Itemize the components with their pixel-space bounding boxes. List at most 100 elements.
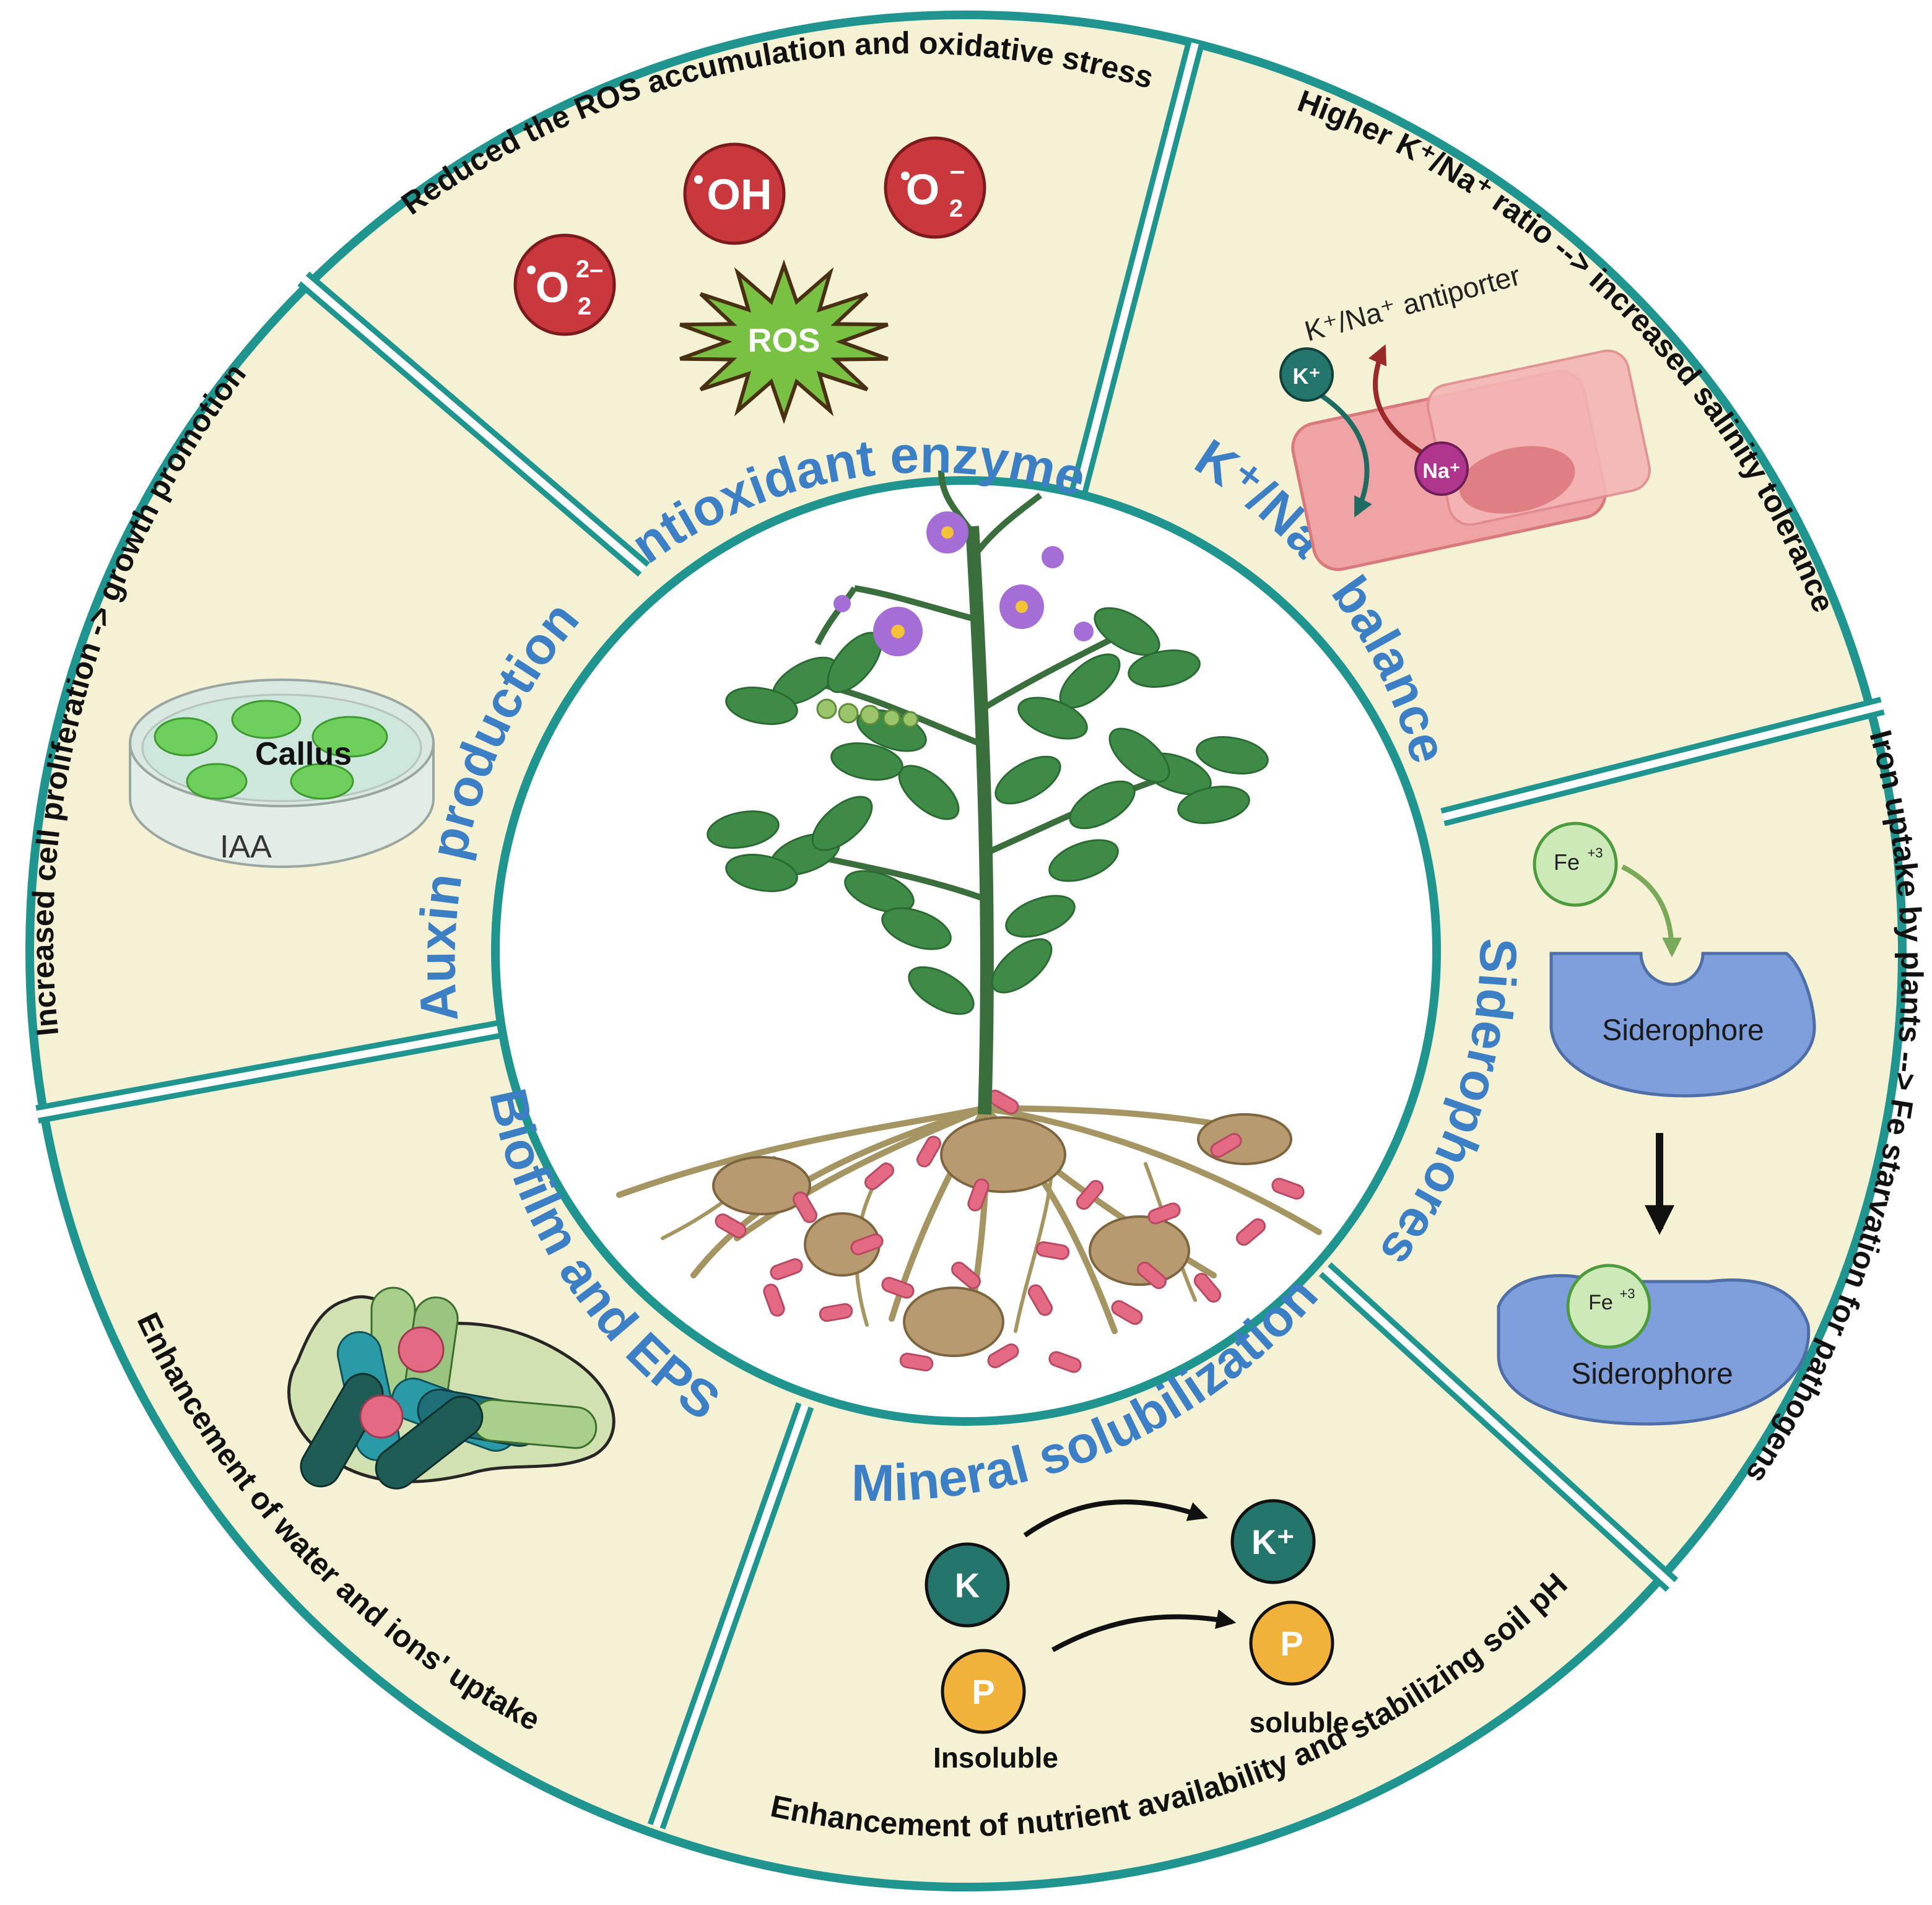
bacterium bbox=[1076, 1180, 1104, 1210]
petri-dish-icon: Callus IAA bbox=[129, 679, 435, 869]
insoluble-potassium-icon: K bbox=[925, 1542, 1010, 1628]
ros-starburst-icon: ROS bbox=[679, 259, 889, 424]
bacterium bbox=[1028, 1284, 1053, 1316]
bacterium bbox=[864, 1162, 894, 1191]
potato-tubers bbox=[712, 1113, 1292, 1357]
section-separators bbox=[35, 41, 1885, 1829]
svg-text:OH: OH bbox=[707, 170, 772, 219]
svg-text:Fe: Fe bbox=[1554, 849, 1580, 875]
hydroxyl-radical-icon: OH bbox=[683, 142, 786, 245]
svg-text:K⁺: K⁺ bbox=[1251, 1522, 1295, 1561]
bacterium bbox=[770, 1258, 803, 1280]
berries bbox=[816, 698, 919, 728]
leaf bbox=[725, 854, 798, 892]
free-iron-icon: Fe +3 bbox=[1533, 822, 1618, 907]
bacterium bbox=[1035, 1241, 1070, 1261]
callus-clumps bbox=[154, 700, 388, 800]
biofilm-cluster-icon bbox=[287, 1287, 616, 1490]
leaf bbox=[1017, 696, 1088, 740]
leaf bbox=[1128, 649, 1201, 688]
leaf bbox=[707, 810, 780, 849]
leaf bbox=[994, 755, 1061, 805]
leaf bbox=[881, 907, 952, 950]
bacterium bbox=[1271, 1178, 1305, 1200]
callus-label: Callus bbox=[255, 736, 352, 772]
k-influx-arrow bbox=[1311, 388, 1372, 518]
flowers bbox=[833, 511, 1094, 656]
k-solubilization-arrow bbox=[1023, 1499, 1209, 1538]
svg-text:2: 2 bbox=[578, 293, 591, 320]
bacterium bbox=[1048, 1351, 1082, 1373]
flower bbox=[926, 511, 968, 553]
svg-text:Siderophore: Siderophore bbox=[1602, 1014, 1764, 1047]
bacterium bbox=[951, 1261, 981, 1290]
svg-text:2: 2 bbox=[949, 195, 963, 222]
p-solubilization-arrow bbox=[1051, 1609, 1237, 1652]
root-bacteria bbox=[715, 1090, 1305, 1373]
leaf bbox=[1094, 607, 1160, 656]
svg-text:–: – bbox=[950, 155, 965, 186]
flower bbox=[873, 607, 923, 656]
bacterium bbox=[1147, 1202, 1181, 1225]
iaa-label: IAA bbox=[220, 829, 272, 865]
soluble-phosphorus-icon: P bbox=[1249, 1600, 1334, 1686]
bacterium bbox=[916, 1135, 941, 1168]
iron-binding-arrow bbox=[1621, 864, 1682, 958]
svg-text:ROS: ROS bbox=[747, 322, 820, 359]
leaf bbox=[1108, 727, 1170, 783]
soluble-potassium-icon: K⁺ bbox=[1230, 1499, 1316, 1584]
sodium-ion-icon: Na⁺ bbox=[1414, 441, 1469, 496]
flower bbox=[999, 584, 1044, 629]
peroxide-ion-icon: O 2 2– bbox=[513, 233, 616, 336]
flower-bud bbox=[833, 595, 851, 612]
flower-bud bbox=[1042, 546, 1064, 568]
leaf bbox=[830, 742, 903, 781]
bacterium bbox=[715, 1213, 747, 1238]
svg-text:K: K bbox=[955, 1566, 980, 1605]
svg-text:O: O bbox=[906, 165, 939, 214]
svg-text:Na⁺: Na⁺ bbox=[1422, 459, 1460, 483]
superoxide-radical-icon: O 2 – bbox=[884, 136, 986, 239]
bacterium bbox=[967, 1178, 990, 1212]
svg-text:P: P bbox=[1280, 1624, 1303, 1663]
svg-text:Fe: Fe bbox=[1588, 1291, 1613, 1314]
leaf bbox=[844, 870, 915, 913]
plant-stem bbox=[965, 526, 994, 1115]
insoluble-phosphorus-icon: P bbox=[941, 1649, 1026, 1734]
potassium-ion-icon: K⁺ bbox=[1279, 347, 1334, 402]
svg-text:O: O bbox=[536, 263, 569, 311]
bacterium bbox=[850, 1233, 884, 1256]
bacterium bbox=[1210, 1133, 1242, 1158]
bacterium bbox=[793, 1191, 817, 1223]
leaf bbox=[811, 796, 873, 851]
iron-siderophore-complex-icon: Fe +3 Siderophore bbox=[1497, 1264, 1811, 1426]
svg-text:2–: 2– bbox=[576, 256, 604, 283]
bacterium bbox=[881, 1277, 915, 1299]
outer-ring-border bbox=[25, 11, 1907, 1891]
leaf bbox=[1005, 895, 1076, 938]
svg-text:P: P bbox=[972, 1672, 994, 1711]
bacterium bbox=[1111, 1300, 1143, 1325]
bacterium bbox=[987, 1343, 1019, 1368]
empty-siderophore-icon: Siderophore bbox=[1549, 952, 1816, 1098]
leaf bbox=[1196, 736, 1269, 775]
bacterium bbox=[1137, 1261, 1167, 1290]
flower-bud bbox=[1074, 622, 1094, 641]
soluble-label: soluble bbox=[1249, 1706, 1349, 1738]
leaf bbox=[991, 938, 1053, 994]
leaf bbox=[1048, 839, 1119, 882]
leaf bbox=[1069, 780, 1136, 830]
bacterium bbox=[819, 1303, 853, 1322]
svg-text:K⁺: K⁺ bbox=[1293, 363, 1321, 389]
bacterium bbox=[1193, 1273, 1222, 1303]
plant-leaves bbox=[707, 607, 1269, 1015]
bacterium bbox=[763, 1283, 785, 1317]
leaf bbox=[725, 687, 798, 725]
svg-text:Siderophore: Siderophore bbox=[1571, 1358, 1733, 1391]
insoluble-label: Insoluble bbox=[933, 1742, 1058, 1774]
svg-text:+3: +3 bbox=[1619, 1286, 1635, 1301]
plant-illustration bbox=[616, 470, 1322, 1373]
bacterium bbox=[899, 1352, 934, 1372]
